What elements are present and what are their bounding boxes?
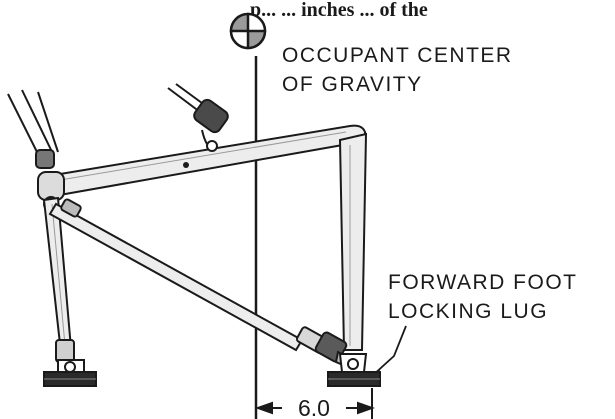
lug-leader-line (371, 325, 407, 377)
backrest-tubes (7, 89, 59, 169)
header-fragment: p... ... inches ... of the (250, 0, 428, 21)
cg-label-line2: OF GRAVITY (282, 73, 423, 96)
rear-foot-fitting (43, 359, 97, 387)
restraint-fitting (167, 83, 229, 152)
dimension-6 (255, 388, 375, 419)
cg-label-line1: OCCUPANT CENTER (282, 44, 513, 67)
lug-label-line2: LOCKING LUG (388, 300, 548, 323)
diagonal-brace (48, 198, 304, 352)
center-of-gravity-icon (229, 12, 267, 50)
rear-leg (42, 196, 75, 364)
forward-foot-locking-lug (327, 353, 381, 387)
dimension-value: 6.0 (298, 395, 330, 419)
front-leg (338, 132, 368, 351)
seat-upper-tube (46, 124, 367, 198)
lug-label-line1: FORWARD FOOT (388, 271, 578, 294)
